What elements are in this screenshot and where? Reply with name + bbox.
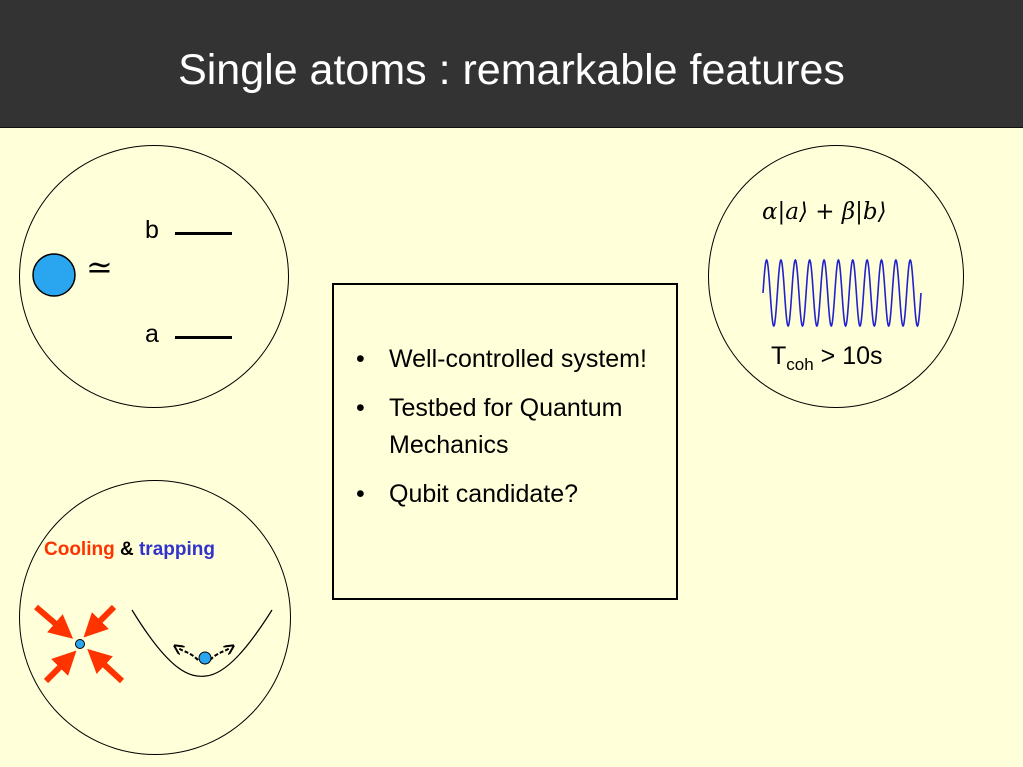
tcoh-value: > 10s xyxy=(813,342,883,370)
features-list: • Well-controlled system! • Testbed for Qu… xyxy=(356,341,666,525)
laser-arrow-icon xyxy=(87,648,125,684)
tcoh-subscript: coh xyxy=(786,355,814,374)
cooling-word: Cooling xyxy=(44,539,115,560)
superposition-formula: α|a⟩ + β|b⟩ xyxy=(762,199,887,225)
list-item: • Qubit candidate? xyxy=(356,476,666,513)
coherence-circle xyxy=(708,145,964,408)
lower-level-line xyxy=(175,336,232,339)
laser-arrow-icon xyxy=(34,604,74,639)
trapping-word: trapping xyxy=(138,539,215,560)
cooling-trapping-circle xyxy=(19,480,291,755)
upper-level-label: b xyxy=(145,216,159,244)
atom-sphere xyxy=(32,253,76,297)
bullet-text: Well-controlled system! xyxy=(389,345,647,373)
laser-arrow-icon xyxy=(83,604,117,638)
ampersand: & xyxy=(114,539,139,560)
coherence-time: Tcoh > 10s xyxy=(771,342,883,375)
bullet-dot: • xyxy=(356,394,365,422)
list-item: • Well-controlled system! xyxy=(356,341,666,378)
bullet-dot: • xyxy=(356,480,365,508)
bullet-text: Testbed for Quantum Mechanics xyxy=(389,394,623,459)
energy-levels-circle xyxy=(19,145,289,408)
cooling-trapping-label: Cooling & trapping xyxy=(44,539,215,561)
features-box: • Well-controlled system! • Testbed for Qu… xyxy=(332,283,678,600)
oscillation-wave xyxy=(762,258,922,328)
cooled-atom xyxy=(75,639,85,649)
cooling-arrows-diagram xyxy=(34,604,125,684)
tcoh-symbol: T xyxy=(771,342,787,370)
laser-arrow-icon xyxy=(43,650,77,684)
lower-level-label: a xyxy=(145,320,159,348)
trapped-atom xyxy=(198,651,212,665)
upper-level-line xyxy=(175,232,232,235)
oscillation-arrow-right-icon xyxy=(209,648,230,661)
header-bar: Single atoms : remarkable features xyxy=(0,0,1023,128)
list-item: • Testbed for Quantum Mechanics xyxy=(356,390,666,464)
potential-well xyxy=(131,609,273,677)
slide-title: Single atoms : remarkable features xyxy=(178,46,845,94)
trap-potential-diagram xyxy=(131,609,273,677)
bullet-text: Qubit candidate? xyxy=(389,480,579,508)
oscillation-arrow-left-icon xyxy=(178,648,199,661)
bullet-dot: • xyxy=(356,345,365,373)
approx-symbol: ≃ xyxy=(86,248,113,286)
